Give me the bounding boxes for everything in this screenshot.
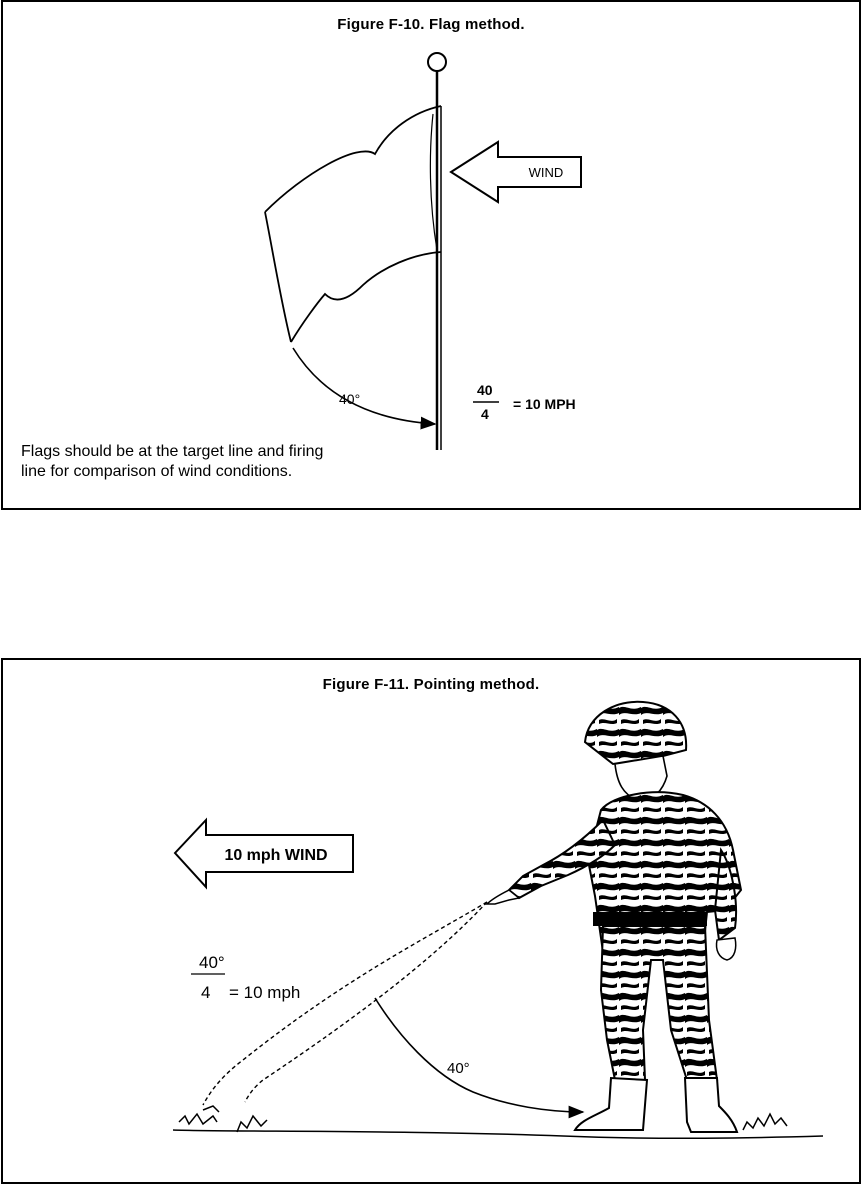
wind-label: 10 mph WIND — [224, 847, 327, 864]
fraction-result: = 10 mph — [229, 983, 300, 1002]
ground — [172, 1105, 824, 1140]
wind-arrow: 10 mph WIND — [173, 817, 354, 890]
figure-f10-title: Figure F-10. Flag method. — [337, 16, 525, 33]
fraction-denominator: 4 — [201, 983, 210, 1002]
flag-cloth — [264, 105, 442, 343]
angle-label: 40° — [447, 1060, 470, 1077]
wind-fraction: 40 4 = 10 MPH — [473, 382, 576, 422]
note-line: Flags should be at the target line and f… — [21, 443, 324, 460]
wind-fraction: 40° 4 = 10 mph — [191, 953, 300, 1002]
soldier-figure — [485, 700, 743, 1133]
fraction-denominator: 4 — [481, 406, 489, 422]
sight-lines — [202, 901, 488, 1106]
figure-f10-panel: Figure F-10. Flag method. WIND — [1, 0, 861, 510]
note-line: line for comparison of wind conditions. — [21, 463, 293, 480]
fraction-numerator: 40° — [199, 953, 225, 972]
flag-pole — [427, 52, 447, 450]
wind-arrow: WIND — [449, 140, 582, 204]
angle-arc: 40° — [374, 997, 585, 1119]
fraction-result: = 10 MPH — [513, 396, 576, 412]
flag-diagram: WIND 40° 40 4 = 10 MPH — [264, 52, 582, 450]
pointing-diagram: 10 mph WIND 40° 4 = 10 mph 40° — [172, 700, 824, 1140]
flag-note: Flags should be at the target line and f… — [21, 442, 421, 482]
fraction-numerator: 40 — [477, 382, 493, 398]
figure-f11-panel: Figure F-11. Pointing method. 10 mph WIN… — [1, 658, 861, 1184]
angle-arc: 40° — [292, 347, 437, 430]
angle-label: 40° — [339, 391, 360, 407]
wind-label: WIND — [529, 165, 564, 180]
figure-f11-title: Figure F-11. Pointing method. — [322, 676, 540, 693]
